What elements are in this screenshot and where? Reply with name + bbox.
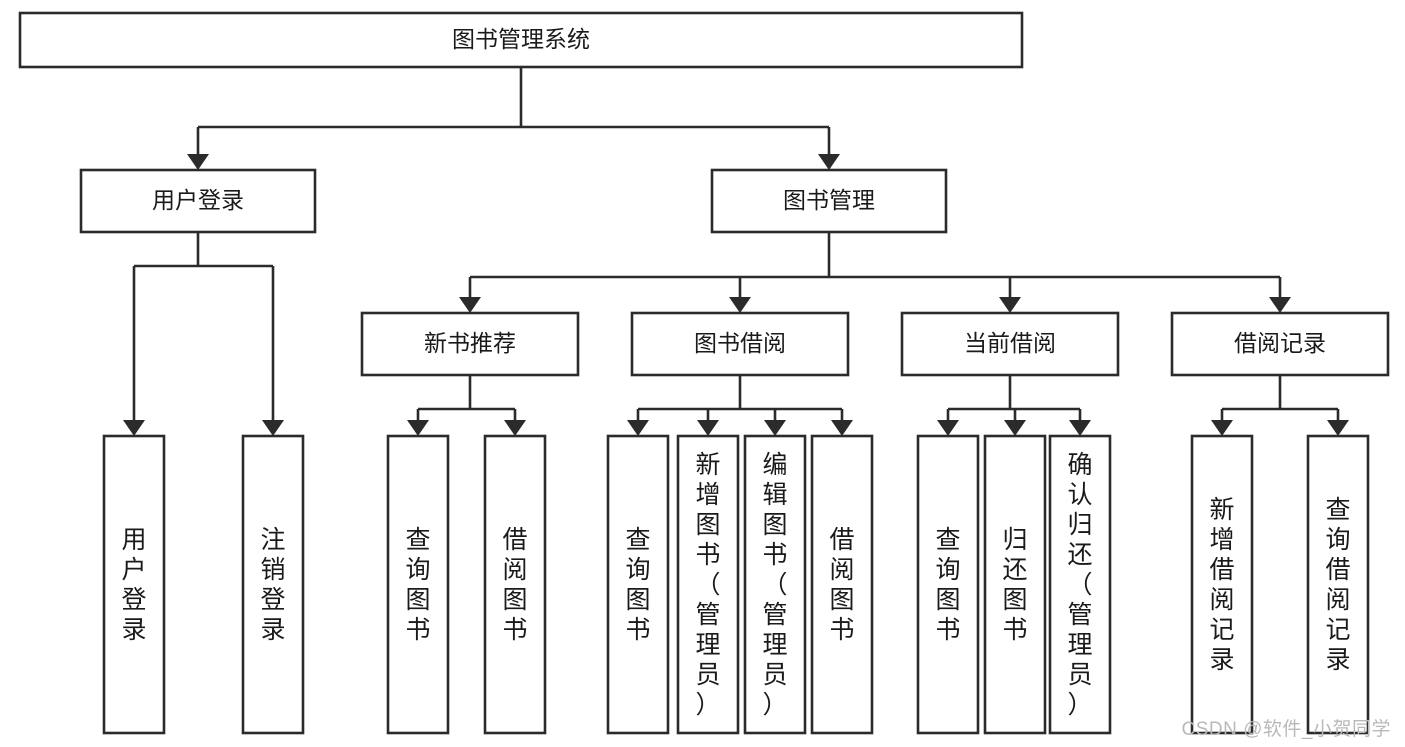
node-label: 查询图书	[625, 526, 650, 644]
node-borrow-record[interactable]: 借阅记录	[1170, 311, 1390, 377]
node-label: 编辑图书（管理员）	[762, 451, 787, 719]
node-box	[743, 434, 807, 735]
node-book-manage[interactable]: 图书管理	[710, 168, 948, 234]
node-label: 借阅图书	[502, 526, 527, 644]
node-book-borrow[interactable]: 图书借阅	[630, 311, 850, 377]
node-box	[483, 434, 547, 735]
node-box	[900, 311, 1120, 377]
node-box	[916, 434, 980, 735]
node-label: 新书推荐	[424, 330, 516, 356]
node-box	[630, 311, 850, 377]
watermark-text: CSDN @软件_小贺同学	[1181, 719, 1391, 740]
node-label: 借阅记录	[1234, 330, 1326, 356]
node-leaf-query-book-borrow[interactable]: 查询图书	[606, 434, 670, 735]
node-new-book-rec[interactable]: 新书推荐	[360, 311, 580, 377]
node-label: 图书借阅	[694, 330, 786, 356]
node-label: 归还图书	[1002, 526, 1027, 644]
node-label: 查询图书	[405, 526, 430, 644]
node-box	[606, 434, 670, 735]
node-box	[676, 434, 740, 735]
node-leaf-logout[interactable]: 注销登录	[241, 434, 305, 735]
node-label: 图书管理系统	[452, 26, 590, 52]
node-box	[102, 434, 166, 735]
node-label: 图书管理	[783, 187, 875, 213]
node-label: 用户登录	[152, 187, 244, 213]
node-box	[18, 11, 1024, 69]
node-leaf-query-book-current[interactable]: 查询图书	[916, 434, 980, 735]
node-box	[386, 434, 450, 735]
node-box	[241, 434, 305, 735]
node-label: 用户登录	[121, 526, 146, 644]
node-leaf-query-book-rec[interactable]: 查询图书	[386, 434, 450, 735]
node-leaf-confirm-return[interactable]: 确认归还（管理员）	[1048, 434, 1112, 735]
node-label: 查询图书	[935, 526, 960, 644]
node-box	[360, 311, 580, 377]
node-label: 注销登录	[260, 526, 285, 644]
node-label: 查询借阅记录	[1325, 496, 1350, 674]
node-label: 新增借阅记录	[1209, 496, 1234, 674]
node-user-login[interactable]: 用户登录	[79, 168, 317, 234]
node-leaf-return-book[interactable]: 归还图书	[983, 434, 1047, 735]
node-box	[1048, 434, 1112, 735]
node-leaf-query-record[interactable]: 查询借阅记录	[1306, 434, 1370, 735]
node-box	[1170, 311, 1390, 377]
node-leaf-borrow-book[interactable]: 借阅图书	[810, 434, 874, 735]
node-root-图书管理系统[interactable]: 图书管理系统	[18, 11, 1024, 69]
node-label: 当前借阅	[964, 330, 1056, 356]
node-label: 确认归还（管理员）	[1067, 451, 1092, 719]
node-box	[1306, 434, 1370, 735]
node-leaf-borrow-book-rec[interactable]: 借阅图书	[483, 434, 547, 735]
edges-layer	[123, 67, 1349, 436]
node-label: 新增图书（管理员）	[695, 451, 720, 719]
node-current-borrow[interactable]: 当前借阅	[900, 311, 1120, 377]
node-box	[1190, 434, 1254, 735]
node-leaf-add-book[interactable]: 新增图书（管理员）	[676, 434, 740, 735]
node-leaf-add-record[interactable]: 新增借阅记录	[1190, 434, 1254, 735]
node-box	[983, 434, 1047, 735]
node-leaf-edit-book[interactable]: 编辑图书（管理员）	[743, 434, 807, 735]
node-box	[810, 434, 874, 735]
node-leaf-user-login[interactable]: 用户登录	[102, 434, 166, 735]
node-box	[79, 168, 317, 234]
node-label: 借阅图书	[829, 526, 854, 644]
nodes-layer: 图书管理系统用户登录图书管理新书推荐图书借阅当前借阅借阅记录用户登录注销登录查询…	[18, 11, 1390, 735]
node-box	[710, 168, 948, 234]
